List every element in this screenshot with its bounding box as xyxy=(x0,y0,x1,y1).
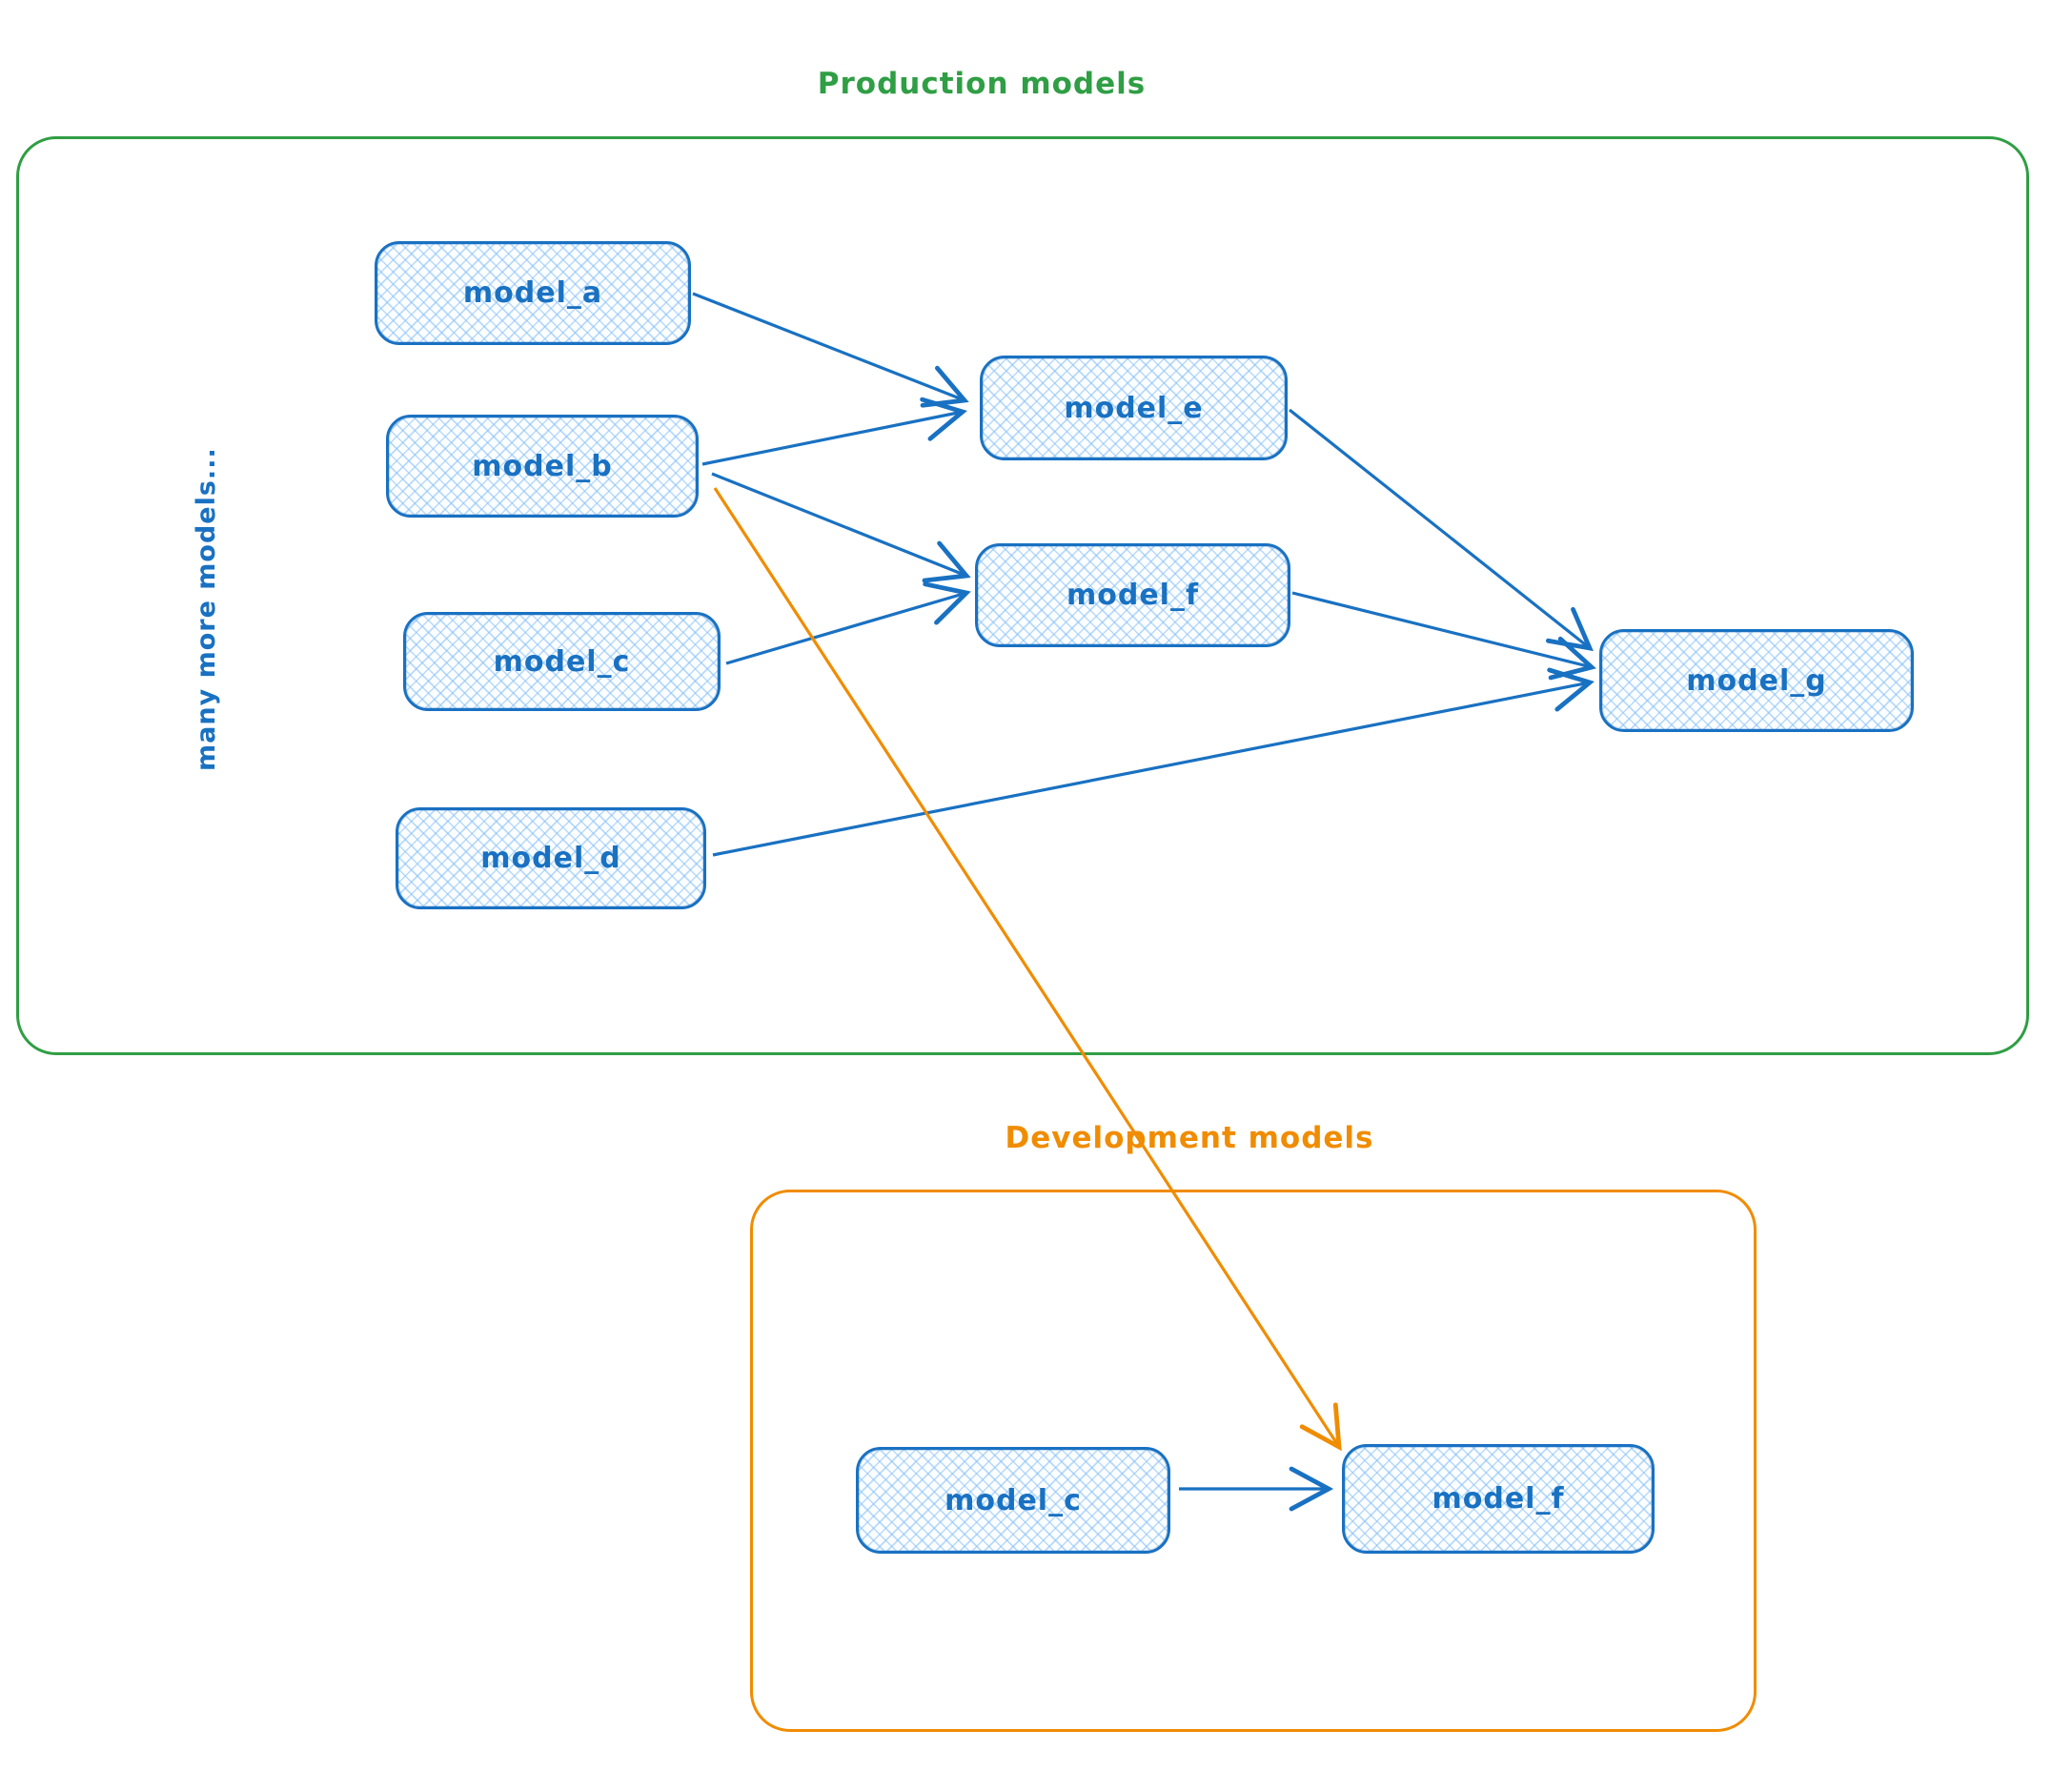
node-production-model_b[interactable]: model_b xyxy=(386,415,699,518)
node-production-model_f[interactable]: model_f xyxy=(975,543,1290,647)
edge-model_c-to-model_f[interactable] xyxy=(725,581,971,665)
production-container[interactable] xyxy=(16,136,2029,1055)
node-production-model_e[interactable]: model_e xyxy=(980,356,1288,460)
node-development-model_c[interactable]: model_c xyxy=(856,1447,1170,1554)
node-production-model_d[interactable]: model_d xyxy=(396,807,706,909)
edge-model_b-to-model_f[interactable] xyxy=(711,472,971,583)
node-label-model_f: model_f xyxy=(1066,579,1200,612)
node-label-dev-model_f: model_f xyxy=(1432,1482,1565,1516)
node-development-model_f[interactable]: model_f xyxy=(1342,1444,1655,1554)
edge-model_b-to-dev-model_f[interactable] xyxy=(713,487,1342,1452)
node-label-model_e: model_e xyxy=(1064,391,1204,425)
many-more-models-note[interactable]: many more models... xyxy=(192,447,221,771)
node-label-model_g: model_g xyxy=(1686,663,1827,698)
node-production-model_c[interactable]: model_c xyxy=(403,612,721,711)
edge-model_e-to-model_g[interactable] xyxy=(1289,408,1594,652)
edge-model_f-to-model_g[interactable] xyxy=(1291,591,1596,681)
node-label-model_b: model_b xyxy=(472,449,613,483)
edge-model_d-to-model_g[interactable] xyxy=(712,667,1595,857)
node-production-model_g[interactable]: model_g xyxy=(1599,629,1914,732)
node-label-model_a: model_a xyxy=(462,276,603,310)
edge-model_b-to-model_e[interactable] xyxy=(701,397,967,466)
production-title[interactable]: Production models xyxy=(817,67,1147,101)
development-title[interactable]: Development models xyxy=(1005,1121,1374,1155)
node-label-dev-model_c: model_c xyxy=(945,1483,1082,1517)
node-label-model_c: model_c xyxy=(493,644,631,679)
development-container[interactable] xyxy=(750,1190,1757,1732)
edge-model_a-to-model_e[interactable] xyxy=(692,292,969,408)
node-production-model_a[interactable]: model_a xyxy=(375,241,691,345)
node-label-model_d: model_d xyxy=(480,842,621,875)
